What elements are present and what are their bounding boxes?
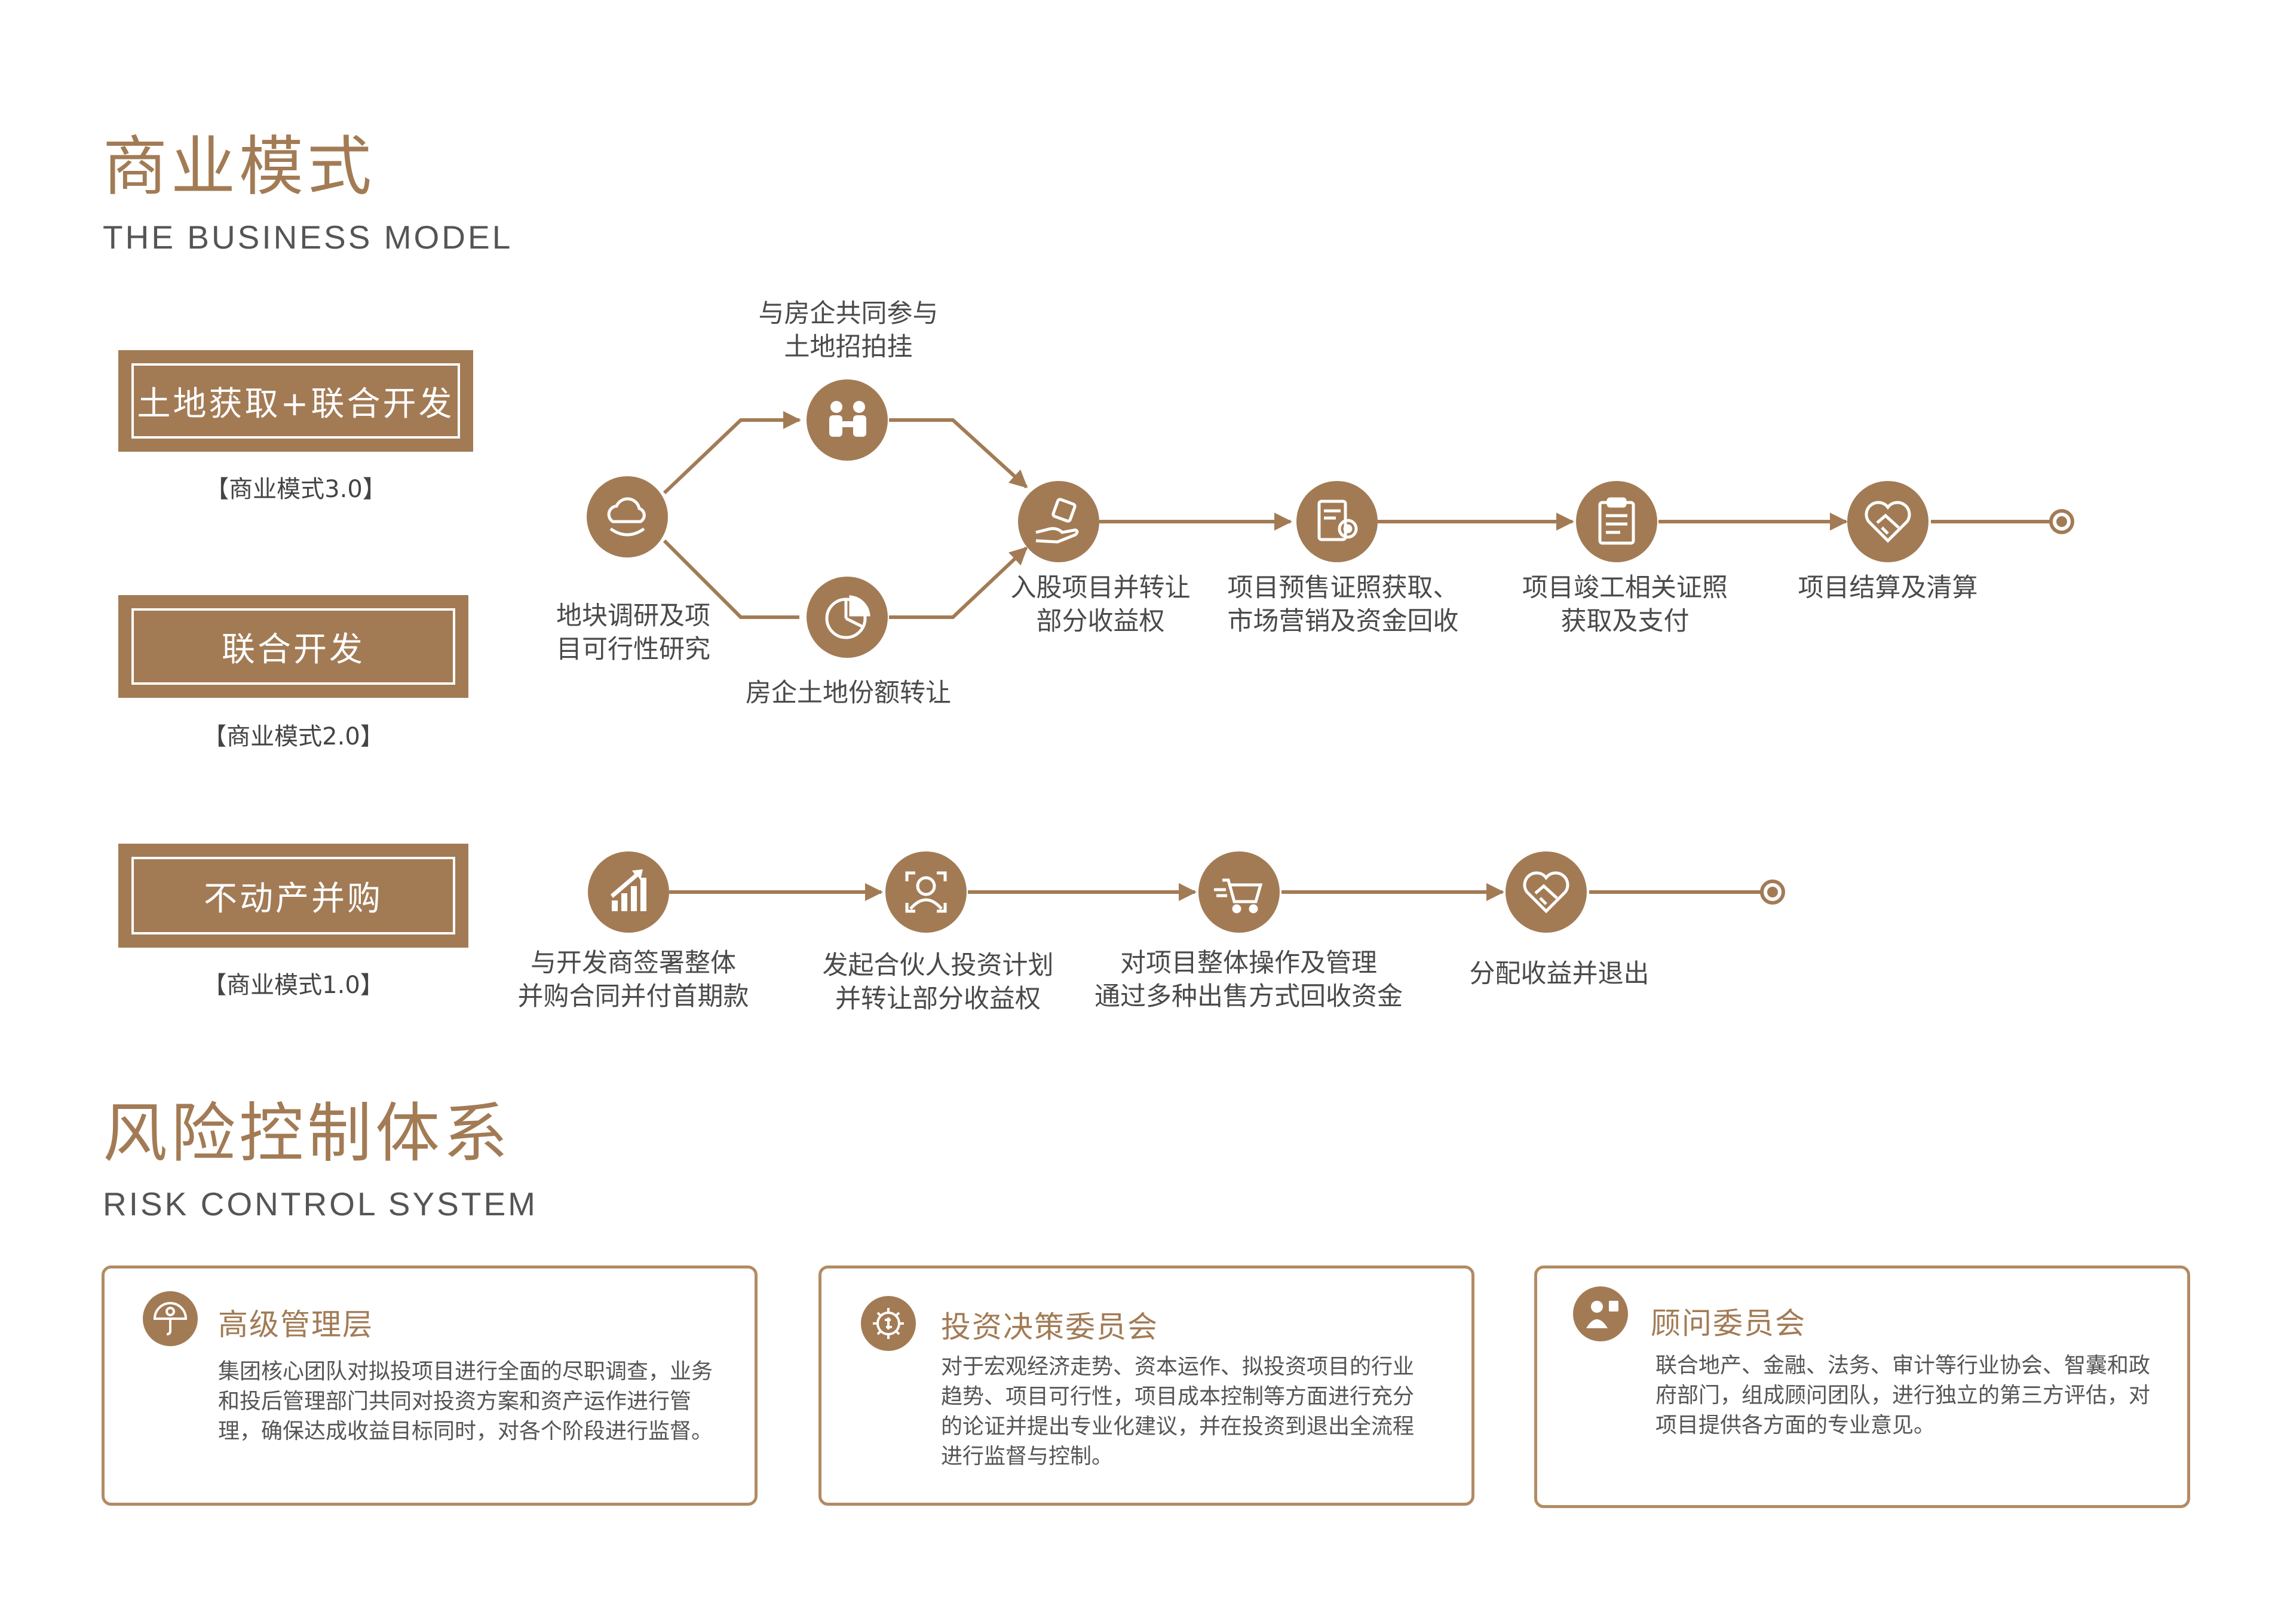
document-gear-icon <box>1296 481 1378 562</box>
connector-lower-step1 <box>889 546 1028 619</box>
model-tag-3: 【商业模式3.0】 <box>205 476 387 503</box>
flow-a-lower-label: 房企土地份额转让 <box>746 678 951 708</box>
flow-a-step3-label: 项目竣工相关证照 获取及支付 <box>1522 573 1728 636</box>
flow-a-end-marker <box>2049 509 2074 534</box>
risk-control-subtitle: RISK CONTROL SYSTEM <box>103 1185 538 1222</box>
connector-start-lower <box>663 539 799 619</box>
flow-a-step4-label: 项目结算及清算 <box>1798 573 1978 603</box>
risk-card-advisory-desc: 联合地产、金融、法务、审计等行业协会、智囊和政 府部门，组成顾问团队，进行独立的… <box>1655 1353 2151 1438</box>
flow-a-start-label: 地块调研及项 目可行性研究 <box>556 601 710 664</box>
hand-puzzle-icon <box>1018 481 1099 562</box>
flow-b-step2-label: 发起合伙人投资计划 并转让部分收益权 <box>822 951 1054 1014</box>
advisor-icon <box>1573 1286 1628 1341</box>
risk-control-title: 风险控制体系 <box>103 1096 512 1171</box>
risk-card-investment: 投资决策委员会 对于宏观经济走势、资本运作、拟投资项目的行业 趋势、项目可行性，… <box>818 1266 1474 1506</box>
shopping-cart-icon <box>1198 851 1280 933</box>
model-box-1-label: 不动产并购 <box>204 879 383 918</box>
pie-chart-icon <box>807 577 888 658</box>
model-box-3-label: 土地获取+联合开发 <box>137 384 455 424</box>
flow-b-step4-label: 分配收益并退出 <box>1469 959 1649 989</box>
heart-handshake-icon <box>1847 481 1928 562</box>
risk-card-investment-title: 投资决策委员会 <box>941 1310 1158 1344</box>
flow-a-upper-label: 与房企共同参与 土地招拍挂 <box>758 299 939 362</box>
business-model-subtitle: THE BUSINESS MODEL <box>103 219 513 256</box>
risk-card-management: 高级管理层 集团核心团队对拟投项目进行全面的尽职调查，业务 和投后管理部门共同对… <box>102 1266 758 1506</box>
business-model-title: 商业模式 <box>103 130 376 204</box>
connector-upper-step1 <box>889 418 1028 489</box>
flow-b-step3-label: 对项目整体操作及管理 通过多种出售方式回收资金 <box>1094 948 1403 1012</box>
gear-money-icon <box>861 1296 916 1351</box>
connector-start-upper <box>663 411 801 495</box>
model-box-1: 不动产并购 <box>118 844 468 948</box>
risk-card-management-title: 高级管理层 <box>218 1307 373 1342</box>
risk-card-advisory: 顾问委员会 联合地产、金融、法务、审计等行业协会、智囊和政 府部门，组成顾问团队… <box>1534 1266 2190 1508</box>
model-box-3: 土地获取+联合开发 <box>118 350 473 452</box>
heart-handshake-icon <box>1506 851 1587 933</box>
flow-a-step2-label: 项目预售证照获取、 市场营销及资金回收 <box>1227 573 1459 636</box>
risk-card-advisory-title: 顾问委员会 <box>1651 1306 1806 1341</box>
model-box-2-label: 联合开发 <box>222 630 365 669</box>
risk-card-management-desc: 集团核心团队对拟投项目进行全面的尽职调查，业务 和投后管理部门共同对投资方案和资… <box>218 1359 713 1444</box>
flow-b-end-marker <box>1760 880 1785 905</box>
growth-chart-icon <box>588 851 669 933</box>
cloud-research-icon <box>587 476 668 557</box>
flow-a-step1-label: 入股项目并转让 部分收益权 <box>1010 573 1191 636</box>
user-scan-icon <box>885 851 967 933</box>
clipboard-icon <box>1576 481 1657 562</box>
model-tag-2: 【商业模式2.0】 <box>203 723 384 750</box>
flow-b-step1-label: 与开发商签署整体 并购合同并付首期款 <box>517 948 749 1012</box>
handshake-people-icon <box>807 379 888 461</box>
umbrella-money-icon <box>143 1291 198 1346</box>
risk-card-investment-desc: 对于宏观经济走势、资本运作、拟投资项目的行业 趋势、项目可行性，项目成本控制等方… <box>941 1355 1415 1469</box>
model-box-2: 联合开发 <box>118 595 468 698</box>
model-tag-1: 【商业模式1.0】 <box>203 972 384 999</box>
